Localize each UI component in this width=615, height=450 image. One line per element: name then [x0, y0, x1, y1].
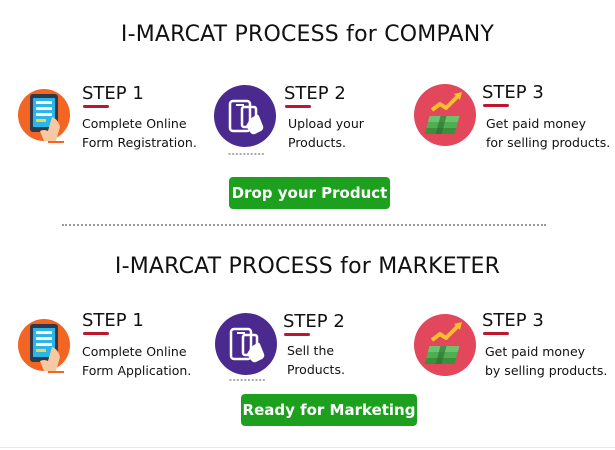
step-underline [285, 105, 311, 108]
marketer-section-title: I-MARCAT PROCESS for MARKETER [114, 254, 501, 279]
step-description-line: Complete Online [82, 116, 187, 131]
ready-for-marketing-button[interactable]: Ready for Marketing [241, 394, 417, 426]
money-growth-icon [414, 84, 478, 148]
step-underline [284, 333, 310, 336]
company-section-title: I-MARCAT PROCESS for COMPANY [120, 22, 495, 47]
tablet-form-icon [18, 317, 82, 381]
mobile-tap-icon [214, 85, 278, 149]
company-step-3: STEP 3 Get paid money for selling produc… [414, 80, 614, 190]
step-label: STEP 2 [284, 83, 346, 104]
step-description-line: Get paid money [485, 344, 586, 359]
money-growth-icon [414, 314, 478, 378]
step-label: STEP 1 [82, 83, 144, 104]
step-underline [483, 332, 509, 335]
marketer-step-2: ▪▪▪▪▪▪▪▪▪▪ STEP 2 Sell the Products. [215, 309, 415, 419]
section-divider [62, 224, 546, 226]
icon-caption: ▪▪▪▪▪▪▪▪▪▪ [229, 377, 267, 382]
step-description-line: by selling products. [485, 363, 608, 378]
step-description-line: Form Registration. [82, 135, 197, 150]
step-description-line: Sell the [287, 343, 335, 358]
tablet-form-icon [18, 87, 82, 151]
mobile-tap-icon [215, 313, 279, 377]
step-description-line: Get paid money [486, 116, 587, 131]
company-step-2: ▪▪▪▪▪▪▪▪▪▪ STEP 2 Upload your Products. [214, 80, 414, 190]
step-description: Sell the Products. [287, 341, 345, 379]
step-underline [83, 105, 109, 108]
marketer-step-1: STEP 1 Complete Online Form Application. [18, 310, 218, 421]
step-label: STEP 3 [482, 310, 544, 331]
step-description: Complete Online Form Application. [82, 342, 191, 380]
step-label: STEP 2 [283, 311, 345, 332]
step-underline [483, 104, 509, 107]
step-description: Upload your Products. [288, 114, 364, 152]
step-label: STEP 3 [482, 82, 544, 103]
bottom-divider [0, 447, 615, 448]
step-description: Get paid money by selling products. [485, 342, 607, 380]
step-description-line: for selling products. [486, 135, 611, 150]
icon-caption: ▪▪▪▪▪▪▪▪▪▪ [228, 151, 266, 156]
step-description: Get paid money for selling products. [486, 114, 610, 152]
company-step-1: STEP 1 Complete Online Form Registration… [18, 83, 218, 193]
step-underline [83, 332, 109, 335]
step-description-line: Upload your [288, 116, 364, 131]
drop-your-product-button[interactable]: Drop your Product [229, 177, 390, 209]
step-description: Complete Online Form Registration. [82, 114, 197, 152]
step-description-line: Complete Online [82, 344, 187, 359]
marketer-step-3: STEP 3 Get paid money by selling product… [414, 309, 614, 419]
step-label: STEP 1 [82, 310, 144, 331]
step-description-line: Products. [288, 135, 346, 150]
step-description-line: Form Application. [82, 363, 192, 378]
step-description-line: Products. [287, 362, 345, 377]
